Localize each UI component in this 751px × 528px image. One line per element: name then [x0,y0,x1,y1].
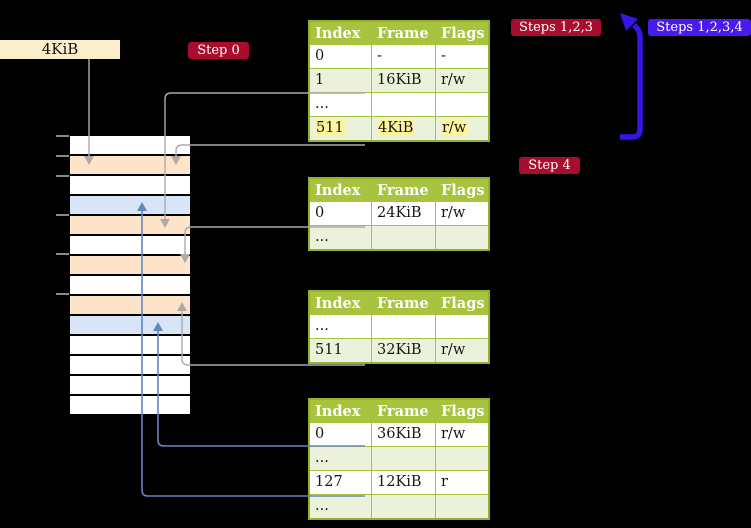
memory-row-orange [70,256,190,274]
steps-arrow [620,13,643,140]
table-cell: ... [308,92,372,117]
table-cell [371,314,436,339]
table-cell: r/w [435,68,490,93]
table-cell [435,446,490,471]
column-header: Frame [371,20,436,45]
column-header: Index [308,398,372,423]
table-cell: 0 [308,44,372,69]
table-cell [371,92,436,117]
table-cell [371,446,436,471]
memory-row-plain [70,396,190,414]
table-cell: r/w [435,116,490,142]
memory-row-plain [70,276,190,294]
table-cell: - [371,44,436,69]
table-cell: 1 [308,68,372,93]
table-cell: 511 [308,338,372,364]
column-header: Index [308,290,372,315]
frame-size-label: 4KiB [0,40,120,59]
column-header: Index [308,20,372,45]
arrow-table1-entry511-to-4kib [171,144,365,165]
column-header: Frame [371,398,436,423]
table-cell: 16KiB [371,68,436,93]
address-tick [56,293,69,295]
table-cell: 127 [308,470,372,495]
table-cell: r [435,470,490,495]
table-row: ... [308,314,490,339]
step0-badge: Step 0 [188,42,249,59]
steps123-badge: Steps 1,2,3 [511,19,601,36]
memory-row-plain [70,176,190,194]
table-cell: 24KiB [371,201,436,226]
column-header: Frame [371,177,436,202]
memory-row-orange [70,216,190,234]
table-cell: ... [308,314,372,339]
memory-row-orange [70,296,190,314]
table-cell [371,225,436,251]
table-cell [435,494,490,520]
table-row: ... [308,494,490,520]
memory-row-blue [70,316,190,334]
table-cell: r/w [435,338,490,364]
table-cell: ... [308,494,372,520]
table-cell: 511 [308,116,372,142]
table-cell: ... [308,225,372,251]
column-header: Flags [435,398,490,423]
table-cell: r/w [435,201,490,226]
step4-badge: Step 4 [519,157,580,174]
table-cell [435,92,490,117]
memory-row-orange [70,156,190,174]
column-header: Flags [435,290,490,315]
table-row: ... [308,446,490,471]
memory-row-plain [70,136,190,154]
memory-row-plain [70,236,190,254]
table-cell: 32KiB [371,338,436,364]
column-header: Index [308,177,372,202]
column-header: Flags [435,177,490,202]
memory-row-blue [70,196,190,214]
table-cell: 0 [308,422,372,447]
table-row: ... [308,225,490,251]
address-tick [56,214,69,216]
table-cell: ... [308,446,372,471]
table-cell: 36KiB [371,422,436,447]
memory-row-plain [70,336,190,354]
address-tick [56,253,69,255]
table-cell: 12KiB [371,470,436,495]
address-tick [56,155,69,157]
address-tick [56,135,69,137]
memory-row-plain [70,376,190,394]
table-cell: r/w [435,422,490,447]
table-cell [371,494,436,520]
table-cell: - [435,44,490,69]
memory-row-plain [70,356,190,374]
table-cell [435,314,490,339]
table-row: ... [308,92,490,117]
address-tick [56,175,69,177]
column-header: Flags [435,20,490,45]
steps1234-badge: Steps 1,2,3,4 [648,19,751,36]
table-cell [435,225,490,251]
physical-memory-column [70,136,190,414]
table-cell: 0 [308,201,372,226]
column-header: Frame [371,290,436,315]
table-row: 0-- [308,44,490,69]
table-cell: 4KiB [371,116,436,142]
